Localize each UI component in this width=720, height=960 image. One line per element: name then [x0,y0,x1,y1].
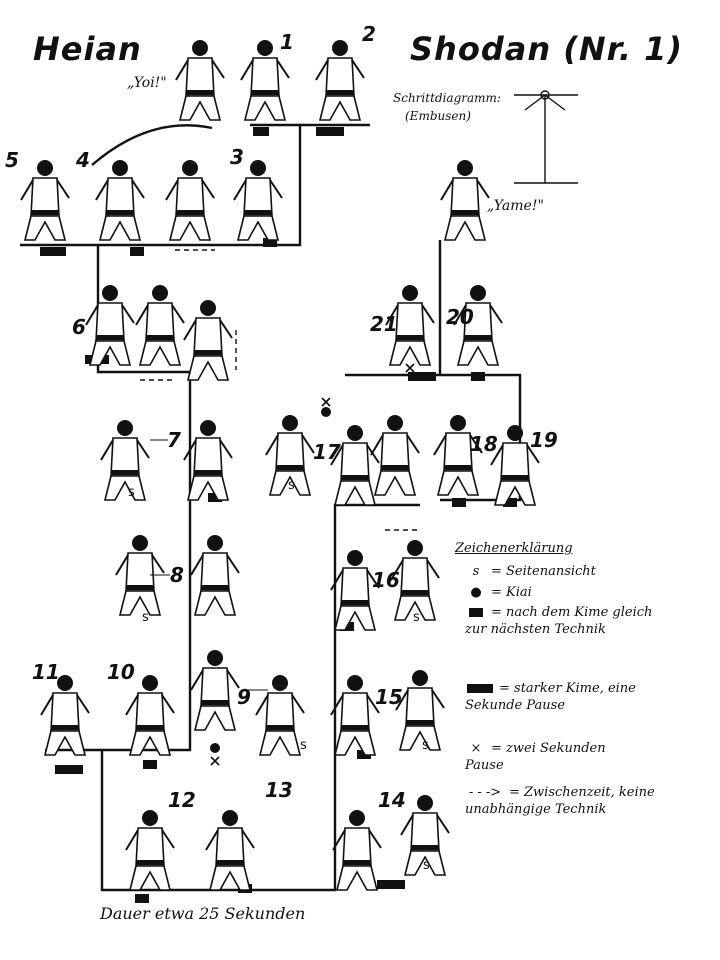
step-number: 1 [280,30,294,54]
pause-marks [210,363,415,766]
side-view-mark: s [423,858,430,873]
yoi-label: „Yoi!" [127,75,167,91]
embusen-label-2: (Embusen) [405,109,471,123]
embusen-label-1: Schrittdiagramm: [393,91,501,105]
step-number: 13 [265,778,293,802]
karateka-figures [20,39,540,891]
leader-lines [150,439,268,691]
side-view-mark: s [413,610,420,625]
side-view-mark: s [128,485,135,500]
step-number: 5 [5,148,19,172]
legend-symbol-s: s [472,564,480,579]
step-number: 14 [378,788,406,812]
legend-symbol-kiai: ● [470,585,482,600]
side-view-mark: s [300,738,307,753]
step-number: 6 [72,315,86,339]
side-view-mark: s [288,478,295,493]
legend-text: = Seitenansicht [491,564,596,579]
legend-item-side-view: s = Seitenansicht [465,563,715,580]
embusen-mini-diagram [514,90,578,184]
legend-text: = Kiai [491,585,532,600]
step-number: 20 [446,305,474,329]
kiai-marks [210,407,331,753]
step-number: 19 [530,428,558,452]
title-kata-name: Heian [33,30,142,68]
step-number: 21 [370,312,398,336]
legend-symbol-small-bar [465,604,487,621]
legend-item-kiai: ● = Kiai [465,584,715,601]
step-number: 9 [237,685,251,709]
transition-arrows [140,249,420,531]
legend-symbol-large-bar [465,680,495,697]
step-number: 12 [168,788,196,812]
step-number: 2 [362,22,376,46]
duration-footer: Dauer etwa 25 Sekunden [100,904,306,923]
title-kata-subtitle: Shodan (Nr. 1) [410,30,684,68]
legend-title: Zeichenerklärung [455,541,573,556]
step-number: 18 [470,432,498,456]
step-number: 15 [375,685,403,709]
step-number: 4 [76,148,90,172]
step-number: 17 [313,440,341,464]
yame-label: „Yame!" [487,198,544,214]
step-number: 7 [167,428,181,452]
side-view-mark: s [142,610,149,625]
legend-item-short-kime: = nach dem Kime gleich zur nächsten Tech… [465,604,670,638]
side-view-mark: s [422,738,429,753]
legend-item-transition: - - ->= Zwischenzeit, keine unabhängige … [465,784,665,818]
legend-item-strong-kime: = starker Kime, eine Sekunde Pause [465,680,665,714]
step-number: 16 [372,568,400,592]
step-number: 3 [230,145,244,169]
legend-text: = nach dem Kime gleich zur nächsten Tech… [465,605,653,637]
step-number: 8 [170,563,184,587]
legend-symbol-dashed-arrow: - - -> [468,785,502,800]
step-number: 11 [32,660,60,684]
legend-text: = zwei Sekunden Pause [465,741,606,773]
legend-item-pause: ×= zwei Sekunden Pause [465,740,645,774]
legend-text: = starker Kime, eine Sekunde Pause [465,681,636,713]
legend-text: = Zwischenzeit, keine unabhängige Techni… [465,785,655,817]
step-number: 10 [107,660,135,684]
legend-symbol-x: × [470,741,482,756]
